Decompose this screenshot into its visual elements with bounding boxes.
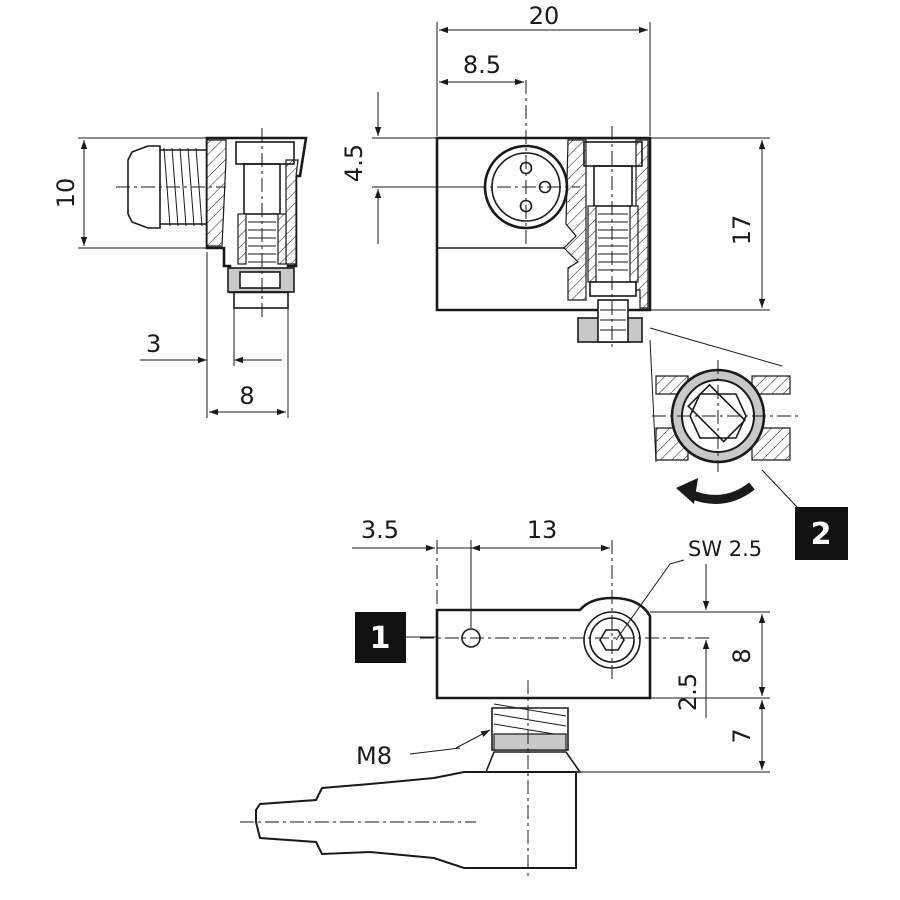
thread-size-label: M8 <box>356 742 392 770</box>
callout-2-label: 2 <box>811 517 832 552</box>
front-screw-head <box>583 141 643 167</box>
dim-bottom-span: 13 <box>527 516 558 544</box>
dim-offset-center: 8.5 <box>463 51 501 79</box>
callout-2-box <box>795 507 848 560</box>
callout-1-box <box>355 612 406 663</box>
cable-connector <box>255 771 577 869</box>
front-hatch-left <box>563 139 587 301</box>
dim-bottom-offset: 2.5 <box>674 673 702 711</box>
side-nut-collar <box>233 291 289 309</box>
dim-bottom-height: 8 <box>728 648 756 663</box>
dim-side-offset: 3 <box>146 330 161 358</box>
rotation-arrow-head <box>676 478 698 504</box>
detail-leader-top <box>649 327 783 367</box>
hex-socket-icon <box>599 629 625 651</box>
dim-height-top: 4.5 <box>340 144 368 182</box>
bottom-thread <box>484 703 582 773</box>
front-insert-right <box>629 205 639 283</box>
detail-leader-left <box>649 339 657 463</box>
side-hatch-right <box>285 159 299 265</box>
dim-height-total: 17 <box>728 215 756 246</box>
front-view: 20 8.5 4.5 17 <box>340 2 770 350</box>
m8-leader <box>455 729 491 749</box>
dim-bottom-left-offset: 3.5 <box>361 516 399 544</box>
dim-thread-length: 7 <box>728 728 756 743</box>
bottom-view: 3.5 13 SW 2.5 2.5 8 7 M8 1 <box>240 516 770 876</box>
front-screw-shank <box>593 165 633 207</box>
side-insert-right <box>277 213 287 265</box>
wrench-size-label: SW 2.5 <box>688 537 762 561</box>
side-plug-head <box>127 145 161 229</box>
detail-view: 2 <box>649 327 848 560</box>
callout-2-leader <box>761 469 799 509</box>
front-screw-base <box>589 281 637 297</box>
dim-side-height: 10 <box>52 178 80 209</box>
dim-width-total: 20 <box>529 2 560 30</box>
callout-1-label: 1 <box>370 621 391 656</box>
front-insert-left <box>587 205 597 283</box>
side-insert-left <box>237 213 247 265</box>
rotation-arrow <box>688 482 755 504</box>
dim-side-width: 8 <box>239 382 254 410</box>
side-hatch-left <box>206 139 227 247</box>
side-view: 10 3 8 <box>52 128 308 418</box>
detail-hex-key <box>687 383 747 443</box>
side-screw-head <box>235 141 295 165</box>
sw-leader <box>615 559 685 641</box>
